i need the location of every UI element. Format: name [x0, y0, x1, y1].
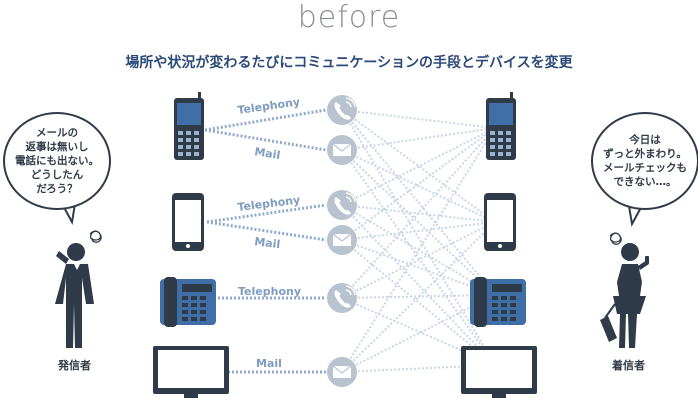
receiver-bubble-text: 今日は ずっと外まわり。 メールチェックも できない…。	[603, 134, 687, 188]
sender-speech-bubble: メールの 返事は無いし 電話にも出ない。 どうしたん だろう？	[3, 112, 111, 210]
connection-label: Telephony	[238, 285, 301, 298]
tangle-icon	[609, 232, 622, 245]
tangle-icon	[89, 230, 102, 243]
connection-label: Mail	[254, 235, 281, 251]
telephone-handset-icon	[334, 197, 351, 215]
connection-label: Telephony	[237, 95, 301, 117]
hub-mail-2	[327, 225, 357, 255]
sender-monitor	[153, 346, 229, 398]
sender-label: 発信者	[58, 359, 91, 372]
hub-mail-3	[327, 357, 357, 387]
receiver-monitor	[461, 346, 537, 398]
telephone-handset-icon	[334, 102, 351, 120]
sender-person-icon	[55, 243, 94, 348]
page-subtitle: 場所や状況が変わるたびにコミュニケーションの手段とデバイスを変更	[125, 55, 573, 71]
mesh-lines	[341, 109, 496, 373]
receiver-feature-phone	[486, 92, 516, 160]
receiver-speech-bubble: 今日は ずっと外まわり。 メールチェックも できない…。	[591, 112, 698, 210]
receiver-person-icon	[600, 243, 649, 348]
receiver-label: 着信者	[612, 359, 645, 372]
receiver-desk-phone	[470, 277, 526, 327]
sender-feature-phone	[174, 92, 204, 160]
telephone-handset-icon	[334, 290, 351, 308]
page-title: before	[297, 0, 401, 35]
hub-telephony-2	[327, 190, 357, 220]
sender-connectors	[204, 108, 327, 374]
receiver-smartphone	[484, 193, 516, 251]
hub-mail-1	[327, 135, 357, 165]
sender-desk-phone	[160, 277, 216, 327]
connection-label: Mail	[256, 357, 282, 370]
sender-smartphone	[172, 193, 204, 251]
sender-bubble-text: メールの 返事は無いし 電話にも出ない。 どうしたん だろう？	[15, 127, 99, 195]
connection-label: Mail	[254, 145, 282, 162]
hub-telephony-1	[327, 95, 357, 125]
hub-telephony-3	[327, 283, 357, 313]
